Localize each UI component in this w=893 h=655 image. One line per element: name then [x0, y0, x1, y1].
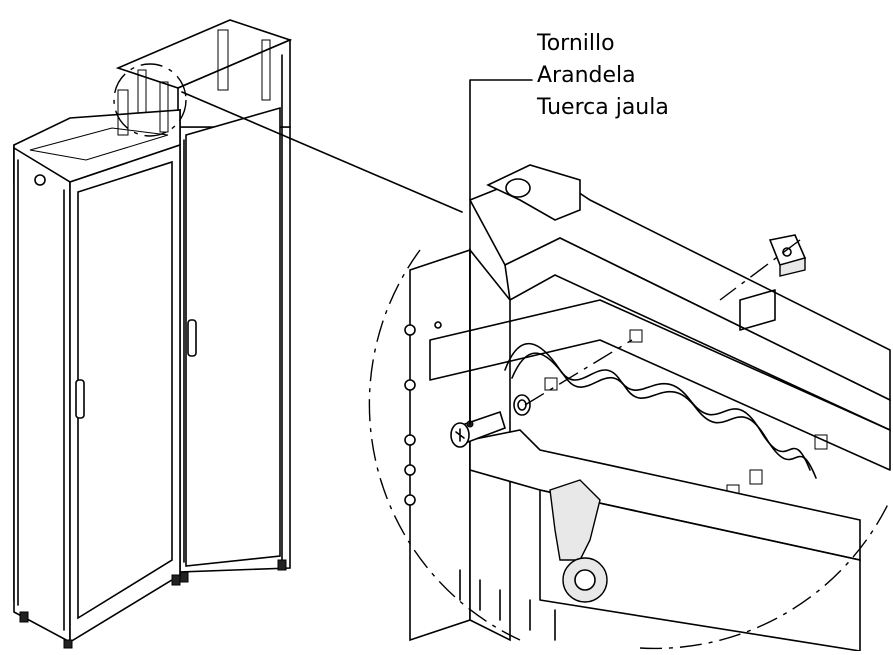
label-leader-line [469, 79, 533, 425]
rack-cabinets [13, 19, 293, 649]
rack-cabinet-right [115, 19, 293, 583]
detail-magnified [368, 164, 891, 652]
cage-nut-icon [768, 234, 807, 277]
lock-icon [34, 174, 46, 186]
door-handle-icon [75, 379, 85, 419]
label-screw: Tornillo [537, 31, 615, 56]
door-handle-icon [187, 319, 197, 357]
label-cage-nut: Tuerca jaula [537, 95, 669, 120]
latch-icon [549, 479, 601, 561]
detail-leader-line [181, 91, 463, 213]
detail-marker [113, 63, 187, 137]
rack-cabinet-left [13, 81, 181, 649]
washer-icon [513, 394, 531, 416]
label-washer: Arandela [537, 63, 636, 88]
screw-icon [450, 410, 506, 448]
